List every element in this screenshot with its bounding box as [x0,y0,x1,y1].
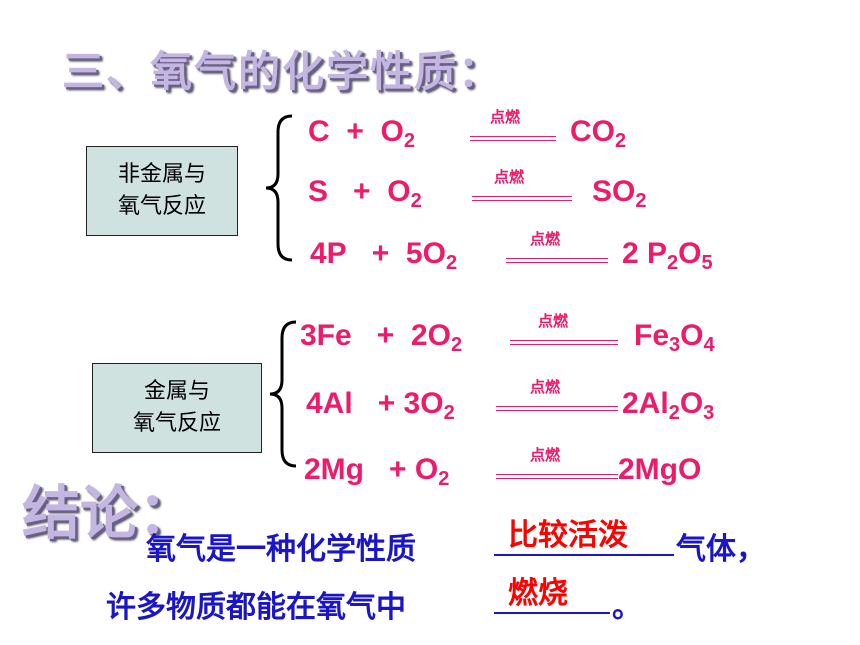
equation-phosphorus-product: 2 P2O5 [622,236,713,274]
conclusion-line2-start: 许多物质都能在氧气中 [106,590,406,625]
answer-blank-1 [494,554,674,556]
reaction-arrow [496,406,618,411]
reaction-arrow [510,340,618,345]
reaction-arrow [470,136,556,141]
eq-p-reactant2: 5O [405,237,446,270]
equation-iron: 3Fe + 2O2 [300,318,463,356]
answer-blank-2 [494,612,610,614]
eq-p-product-coef: 2 P [622,237,668,270]
eq-fe-plus: + [376,319,395,352]
eq-s-product: SO [592,175,636,208]
eq-al-plus-reactant2: + 3O [377,387,444,420]
eq-al-product-sub1: 2 [668,402,680,424]
condition-label: 点燃 [494,168,525,186]
reaction-arrow [496,474,618,479]
eq-s-plus: + [353,175,371,208]
page-title: 三、氧气的化学性质： [62,47,503,96]
eq-al-product-b: O [679,387,704,420]
eq-p-reactant2-sub: 2 [445,252,458,274]
answer-1: 比较活泼 [508,518,628,553]
eq-mg-reactant2-sub: 2 [438,468,450,490]
eq-mg-plus-reactant2: + O [389,453,439,486]
equation-carbon: C + O2 [308,114,416,152]
eq-fe-reactant2: 2O [410,319,451,352]
metal-brace [269,320,297,468]
eq-fe-reactant1: 3Fe [300,319,352,352]
eq-al-reactant2-sub: 2 [443,402,455,424]
equation-sulfur: S + O2 [308,174,422,212]
conclusion-line1-end: 气体， [676,532,766,567]
condition-label: 点燃 [530,230,561,248]
condition-label: 点燃 [490,108,521,126]
metal-label-line2: 氧气反应 [132,411,221,436]
eq-p-plus: + [371,237,390,270]
eq-fe-reactant2-sub: 2 [450,334,463,356]
conclusion-line2-end: 。 [612,590,642,625]
nonmetal-label-line2: 氧气反应 [117,194,206,219]
eq-p-product-sub1: 2 [667,252,679,274]
eq-al-product-a: 2Al [622,387,669,420]
conclusion-line1-start: 氧气是一种化学性质 [146,532,416,567]
eq-c-reactant2: O [380,115,404,148]
eq-fe-product-a: Fe [634,319,670,352]
condition-label: 点燃 [530,446,561,464]
eq-al-product-sub2: 3 [703,402,715,424]
condition-label: 点燃 [530,378,561,396]
eq-mg-product: 2MgO [618,453,702,486]
condition-label: 点燃 [538,312,569,330]
equation-sulfur-product: SO2 [592,174,647,212]
eq-fe-product-sub2: 4 [703,334,715,356]
answer-2: 燃烧 [508,576,568,611]
nonmetal-label-line1: 非金属与 [117,162,206,187]
metal-label-line1: 金属与 [143,379,210,404]
equation-aluminum: 4Al + 3O2 [306,386,455,424]
reaction-arrow [472,196,572,201]
eq-s-product-sub: 2 [635,190,647,212]
eq-c-product-sub: 2 [615,130,627,152]
eq-fe-product-sub1: 3 [669,334,681,356]
eq-c-product: CO [570,115,615,148]
eq-al-reactant1: 4Al [306,387,353,420]
eq-p-product-o: O [678,237,702,270]
metal-group-label: 金属与 氧气反应 [92,363,262,453]
eq-mg-reactant1: 2Mg [304,453,364,486]
eq-p-reactant1: 4P [310,237,347,270]
eq-c-reactant1: C [308,115,330,148]
eq-c-plus: + [346,115,364,148]
nonmetal-brace [265,114,293,262]
eq-c-reactant2-sub: 2 [403,130,416,152]
equation-magnesium: 2Mg + O2 [304,452,450,490]
eq-p-product-sub2: 5 [701,252,713,274]
nonmetal-group-label: 非金属与 氧气反应 [86,146,238,236]
reaction-arrow [506,258,608,263]
equation-magnesium-product: 2MgO [618,452,701,488]
eq-s-reactant1: S [308,175,329,208]
equation-carbon-product: CO2 [570,114,627,152]
equation-phosphorus: 4P + 5O2 [310,236,458,274]
equation-aluminum-product: 2Al2O3 [622,386,715,424]
eq-fe-product-b: O [680,319,704,352]
equation-iron-product: Fe3O4 [634,318,715,356]
conclusion-label: 结论： [22,479,197,547]
eq-s-reactant2-sub: 2 [410,190,422,212]
eq-s-reactant2: O [387,175,411,208]
